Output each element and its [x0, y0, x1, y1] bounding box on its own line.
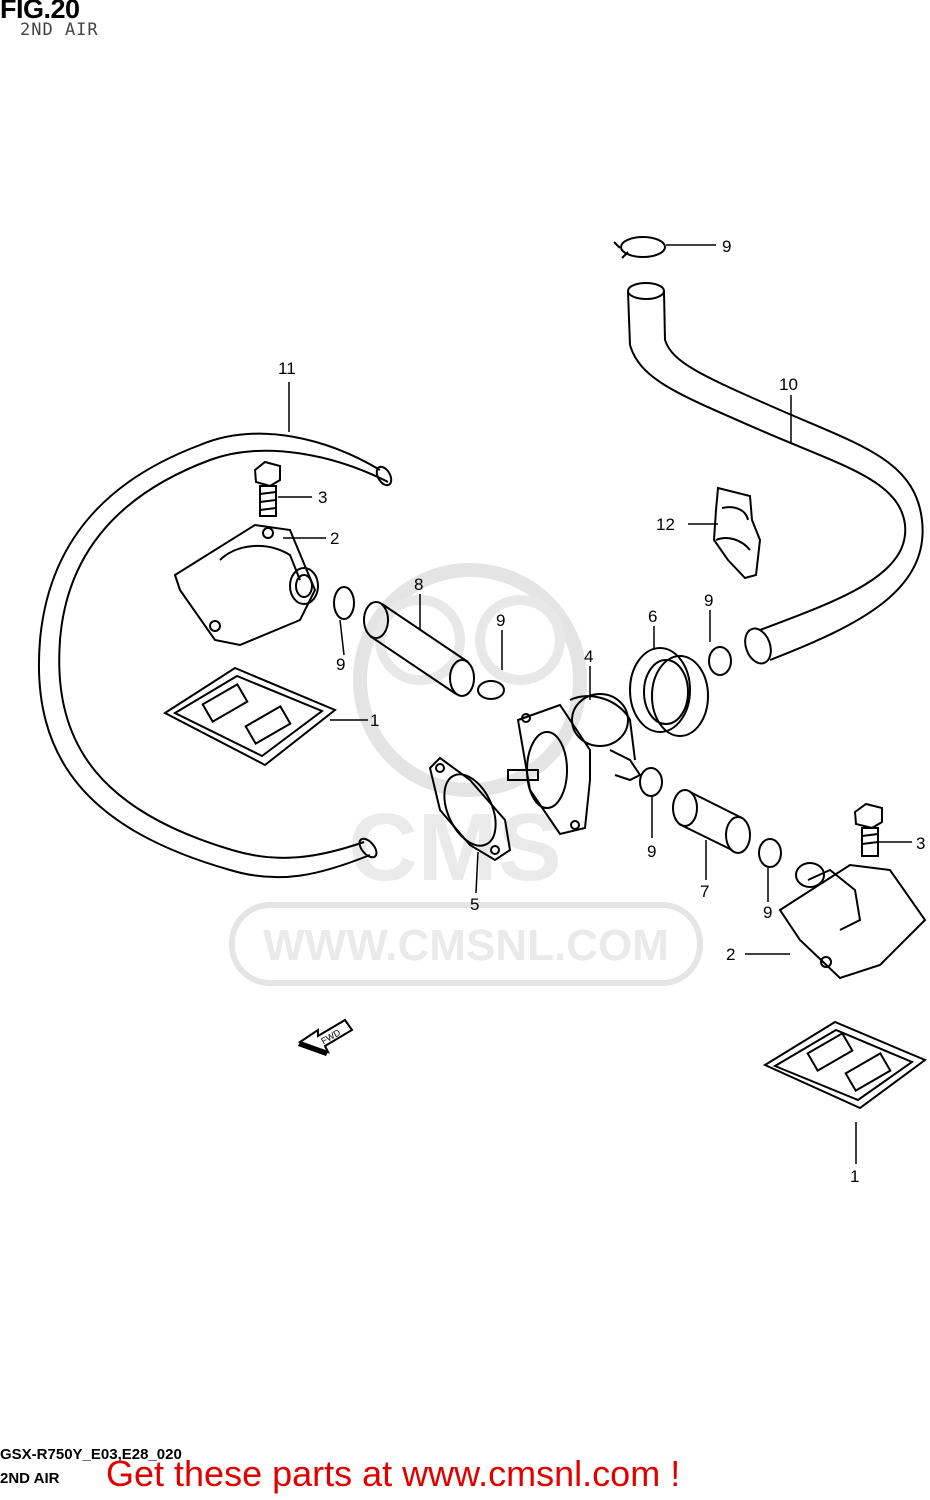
callout-numbers: 9 11 10 3 12 2 8 9 6 9 9 4 9 1 3 9 5 7 9… [278, 237, 925, 1186]
callout: 2 [726, 945, 735, 964]
callout: 9 [763, 903, 772, 922]
callout: 2 [330, 529, 339, 548]
part-1-reed [762, 1020, 928, 1110]
figure-subtitle: 2ND AIR [20, 20, 99, 40]
watermark-brand: CMS [348, 794, 561, 901]
callout: 8 [414, 575, 423, 594]
part-11-hose [38, 432, 393, 879]
callout: 5 [470, 895, 479, 914]
callout: 9 [704, 591, 713, 610]
part-3-bolt [853, 802, 883, 857]
callout: 9 [496, 611, 505, 630]
part-9-clamp [613, 236, 666, 259]
parts-link-banner[interactable]: Get these parts at www.cmsnl.com ! [106, 1453, 681, 1494]
part-8-hose [363, 601, 475, 697]
callout: 4 [584, 647, 593, 666]
callout: 6 [648, 607, 657, 626]
part-3-bolt [253, 460, 281, 517]
part-7-hose [672, 789, 751, 854]
part-9-clamp [477, 680, 505, 700]
leader-lines [278, 244, 912, 1164]
callout: 3 [318, 488, 327, 507]
watermark-url: WWW.CMSNL.COM [263, 921, 669, 970]
part-9-clamp [708, 646, 732, 676]
callout: 7 [700, 882, 709, 901]
fwd-arrow: FWD [297, 1018, 354, 1056]
part-2-cover [778, 862, 927, 980]
callout: 9 [336, 655, 345, 674]
watermark: CMS WWW.CMSNL.COM [229, 563, 703, 986]
part-12-clip [712, 486, 762, 580]
callout: 1 [850, 1167, 859, 1186]
callout: 1 [370, 711, 379, 730]
part-9-clamp [333, 586, 355, 620]
callout: 9 [647, 842, 656, 861]
callout: 12 [656, 515, 675, 534]
callout: 10 [779, 375, 798, 394]
part-9-clamp [758, 838, 782, 868]
callout: 9 [722, 237, 731, 256]
part-4-valve [507, 693, 642, 836]
model-code: GSX-R750Y_E03,E28_020 [0, 1446, 182, 1463]
part-10-hose [627, 282, 924, 665]
figure-title: FIG.20 [0, 0, 80, 24]
part-9-clamp [639, 767, 663, 797]
part-5-gasket [428, 756, 512, 862]
part-2-cover [173, 523, 319, 647]
part-1-reed [163, 666, 337, 767]
model-sub: 2ND AIR [0, 1470, 60, 1487]
callout: 3 [916, 834, 925, 853]
part-6-seal [629, 647, 709, 737]
callout: 11 [278, 359, 296, 378]
